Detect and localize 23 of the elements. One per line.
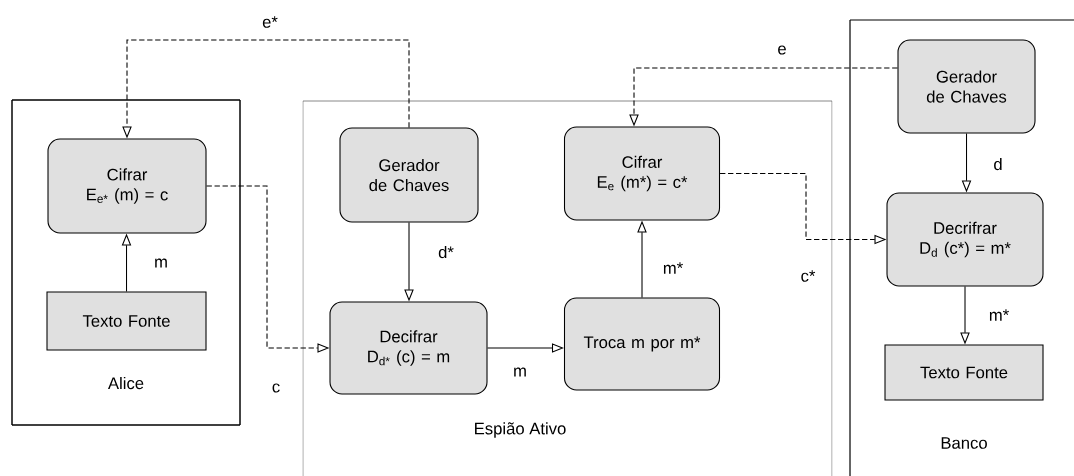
process-box: Cifrar E$_{e*}$ (m) = c (47, 138, 207, 234)
process-box: Troca m por m* (563, 297, 721, 391)
process-box: Decifrar D$_{d*}$ (c) = m (329, 301, 488, 395)
process-box: Gerador de Chaves (339, 127, 479, 223)
edge-label: d* (436, 244, 456, 260)
edge-label: e* (260, 14, 280, 30)
text-box: Texto Fonte (884, 344, 1044, 401)
process-box: Decrifrar D$_{d}$ (c*) = m* (886, 192, 1044, 287)
arrow (487, 343, 564, 353)
edge-label: c* (799, 268, 817, 284)
edge-label: m (152, 257, 170, 269)
group-label: Alice (108, 376, 144, 390)
process-box: Gerador de Chaves (897, 39, 1036, 134)
text-box: Texto Fonte (46, 291, 207, 351)
edge-label: m* (987, 307, 1011, 323)
group-label: Banco (941, 437, 987, 449)
edge-label: e (776, 44, 788, 56)
edge-label: c (270, 382, 282, 394)
edge-label: m (511, 366, 529, 378)
edge-label: m* (661, 260, 685, 276)
process-box: Cifrar E$_{e}$ (m*) = c* (563, 126, 721, 221)
group-label: Espião Ativo (475, 422, 566, 438)
edge-label: d (992, 156, 1004, 172)
